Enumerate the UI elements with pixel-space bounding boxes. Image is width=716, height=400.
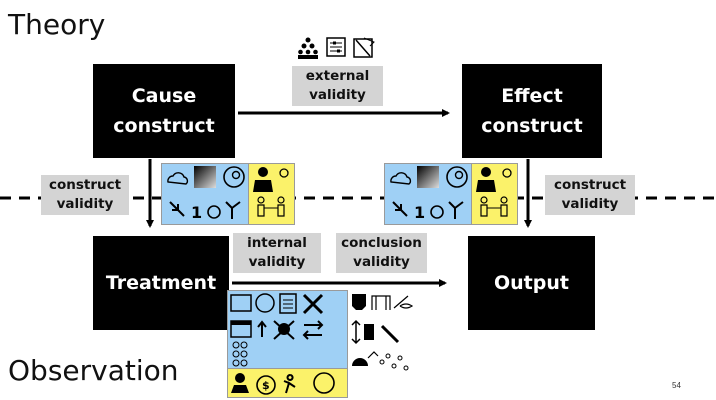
construct-panel-right-yellow	[471, 163, 518, 225]
screen-icon	[230, 294, 252, 312]
person-arrows-icon	[231, 373, 249, 393]
effect-construct-box: Effect construct	[462, 64, 602, 158]
gate-icon	[371, 295, 391, 310]
tape-measure-icon	[207, 205, 221, 219]
output-box: Output	[468, 236, 595, 330]
page-number: 54	[672, 381, 681, 390]
head-gear-icon	[446, 166, 468, 188]
arrow-up-icon	[257, 320, 267, 337]
internal-validity-label: internal validity	[233, 233, 321, 273]
external-validity-label: external validity	[292, 66, 383, 106]
tape-measure-icon	[430, 205, 444, 219]
cause-construct-box: Cause construct	[93, 64, 235, 158]
cloud-icon	[390, 172, 412, 185]
arrows-in-icon	[392, 201, 408, 217]
people-pair-icon	[480, 196, 508, 217]
presenter-icon	[253, 167, 289, 192]
fishing-icon	[393, 295, 414, 309]
pencil-icon	[380, 324, 400, 344]
internal-validity-panel-yellow: $	[227, 368, 348, 398]
conclusion-validity-label: conclusion validity	[336, 233, 427, 273]
head-gear-icon	[223, 166, 245, 188]
target-icon	[255, 293, 275, 313]
number-one-icon: 1	[191, 203, 202, 222]
gradient-scale-icon	[194, 166, 216, 188]
arrows-in-icon	[169, 201, 185, 217]
elderly-person-icon	[313, 372, 335, 394]
construct-panel-left-blue: 1	[161, 163, 249, 225]
theory-heading: Theory	[8, 8, 106, 41]
conclusion-validity-icons	[351, 294, 414, 371]
face-icon	[352, 358, 368, 366]
money-bag-icon: $	[256, 375, 276, 395]
people-pair-icon	[257, 196, 285, 217]
population-icon	[298, 37, 318, 59]
construct-panel-right-blue: 1	[384, 163, 472, 225]
cloud-icon	[167, 172, 189, 185]
construct-validity-label-right: construct validity	[545, 175, 635, 215]
time-document-icon	[353, 37, 375, 58]
svg-text:$: $	[262, 379, 270, 392]
swap-arrows-icon	[302, 320, 324, 340]
number-one-icon: 1	[414, 203, 425, 222]
zigzag-icon	[367, 351, 379, 359]
scatter-dots-icon	[379, 353, 409, 371]
observation-heading: Observation	[8, 354, 179, 387]
fist-icon	[352, 294, 366, 310]
calendar-icon	[230, 320, 252, 338]
options-list-icon	[232, 341, 248, 367]
tools-icon	[302, 293, 324, 315]
vertical-range-icon	[351, 319, 361, 345]
branch-icon	[225, 201, 241, 219]
settings-panel-icon	[326, 37, 346, 57]
runner-icon	[283, 374, 296, 394]
treatment-box: Treatment	[93, 236, 229, 330]
skull-crossbones-icon	[273, 320, 295, 340]
clipboard-icon	[279, 293, 297, 314]
construct-panel-left-yellow	[248, 163, 295, 225]
building-icon	[364, 324, 374, 340]
external-validity-icons	[298, 37, 375, 59]
branch-icon	[448, 201, 464, 219]
presenter-icon	[476, 167, 512, 192]
internal-validity-panel-blue	[227, 290, 348, 370]
gradient-scale-icon	[417, 166, 439, 188]
construct-validity-label-left: construct validity	[41, 175, 129, 215]
